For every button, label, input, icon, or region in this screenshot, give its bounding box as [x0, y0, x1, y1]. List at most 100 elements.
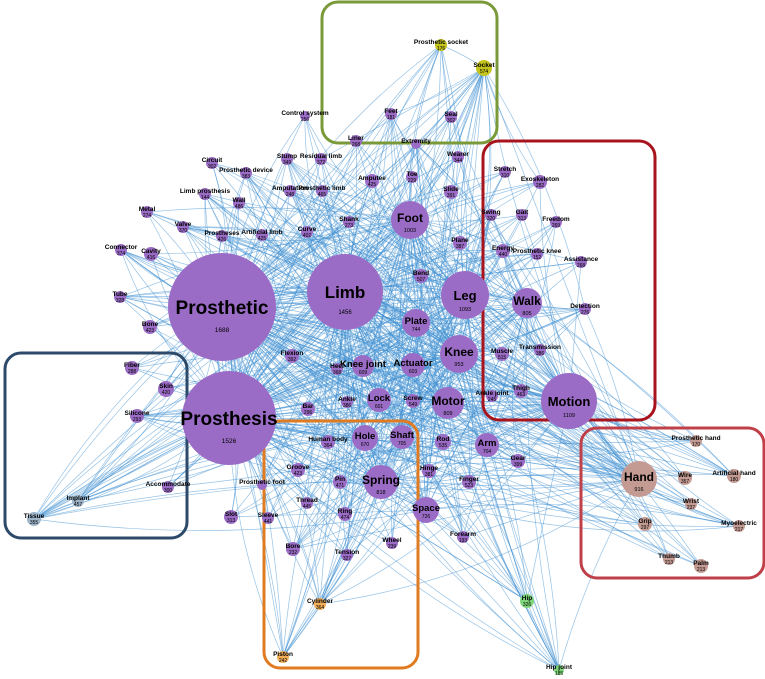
node-extremity[interactable]: Extremity [401, 138, 431, 149]
node-prosthetic-foot[interactable]: Prosthetic foot [239, 479, 286, 490]
